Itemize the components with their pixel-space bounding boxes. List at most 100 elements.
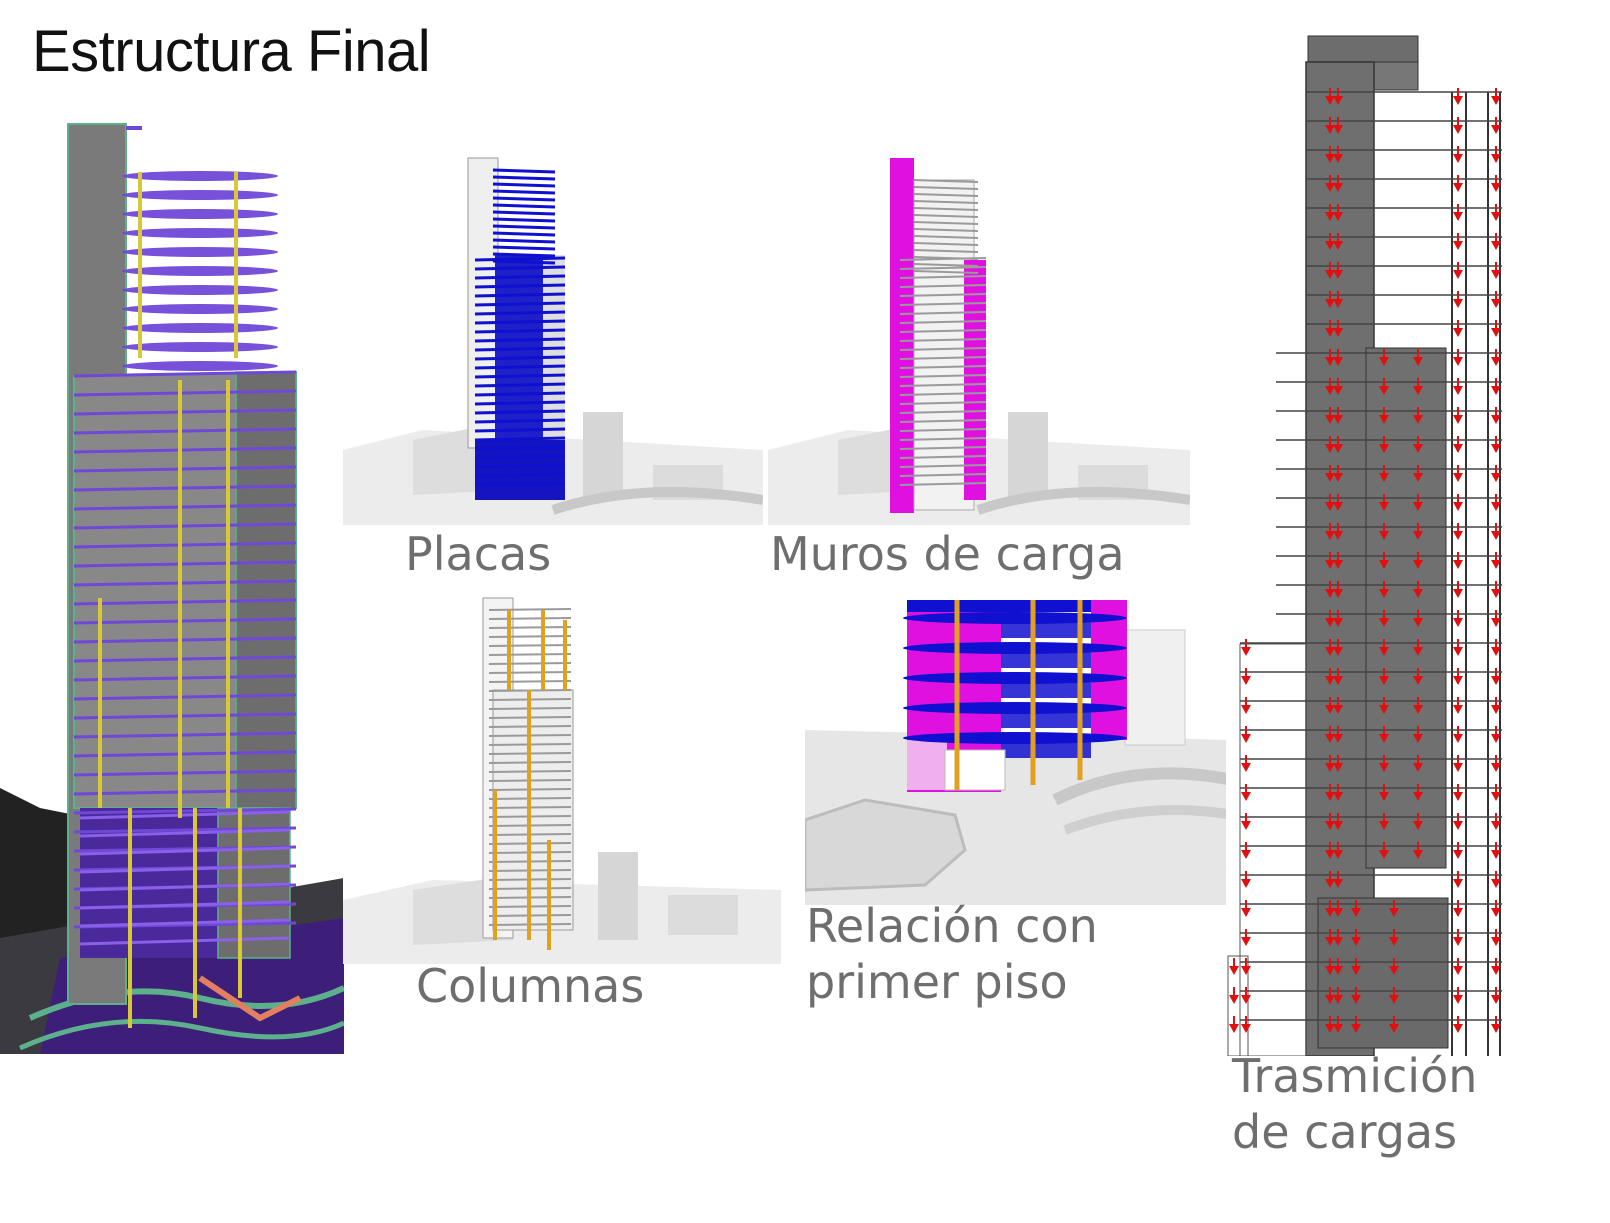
- load-arrow-head: [1325, 589, 1335, 598]
- floor-slab: [899, 257, 987, 261]
- load-arrow-head: [1241, 1024, 1251, 1033]
- floor-slab: [122, 285, 278, 295]
- load-arrow-head: [1491, 357, 1501, 366]
- floor-slab: [79, 900, 291, 910]
- load-arrow-head: [1325, 502, 1335, 511]
- load-arrow-head: [1333, 357, 1343, 366]
- load-arrow-head: [1491, 473, 1501, 482]
- load-arrow-head: [1491, 908, 1501, 917]
- floor-slab: [73, 636, 297, 644]
- load-arrow-head: [1325, 879, 1335, 888]
- floor-slab: [122, 342, 278, 352]
- load-arrow-head: [1491, 937, 1501, 946]
- load-arrow-head: [1453, 705, 1463, 714]
- placa: [474, 418, 566, 424]
- placa: [492, 224, 556, 230]
- load-arrow-head: [1453, 850, 1463, 859]
- load-arrow-head: [1413, 676, 1423, 685]
- floor-slab: [913, 235, 979, 239]
- load-arrow-head: [1325, 937, 1335, 946]
- load-arrow-head: [1333, 415, 1343, 424]
- load-arrow-head: [1379, 763, 1389, 772]
- load-arrow-head: [1325, 415, 1335, 424]
- load-arrow-head: [1325, 966, 1335, 975]
- floor-slab: [899, 473, 987, 477]
- placa: [492, 189, 556, 195]
- load-arrow-head: [1491, 415, 1501, 424]
- load-arrow-head: [1241, 908, 1251, 917]
- floor-slab: [899, 482, 987, 486]
- floor-slab: [899, 464, 987, 468]
- load-arrow-head: [1453, 473, 1463, 482]
- load-arrow-head: [1241, 705, 1251, 714]
- stair: [944, 749, 1006, 791]
- floor-slab: [899, 356, 987, 360]
- placas-label: Placas: [405, 527, 552, 581]
- load-arrow-head: [1325, 705, 1335, 714]
- load-arrow-head: [1453, 125, 1463, 134]
- load-arrow-head: [1241, 995, 1251, 1004]
- floor-slab: [913, 179, 979, 183]
- floor-slab: [488, 671, 572, 674]
- final-structure-model: [0, 118, 344, 1054]
- load-arrow-head: [1333, 96, 1343, 105]
- load-arrow-head: [1491, 676, 1501, 685]
- floor-slab: [899, 383, 987, 387]
- placa: [474, 364, 566, 370]
- load-arrow-head: [1325, 647, 1335, 656]
- load-arrow-head: [1333, 792, 1343, 801]
- load-arrow-head: [1453, 908, 1463, 917]
- floor-slab: [73, 807, 297, 815]
- load-arrow-head: [1325, 676, 1335, 685]
- load-arrow-head: [1453, 821, 1463, 830]
- placa: [1001, 682, 1091, 698]
- load-arrow-head: [1333, 966, 1343, 975]
- floor-slab: [913, 249, 979, 253]
- load-arrow-head: [1491, 502, 1501, 511]
- placa: [474, 373, 566, 379]
- load-arrow-head: [1241, 821, 1251, 830]
- load-arrow-head: [1413, 560, 1423, 569]
- load-arrow-head: [1413, 357, 1423, 366]
- load-arrow-head: [1241, 734, 1251, 743]
- trasmicion-label-line1: Trasmición: [1232, 1049, 1478, 1103]
- load-arrow-head: [1333, 212, 1343, 221]
- floor-slab: [913, 200, 979, 204]
- load-arrow-head: [1413, 415, 1423, 424]
- load-arrow-head: [1413, 589, 1423, 598]
- placa: [474, 274, 566, 280]
- floor-slab: [73, 826, 297, 834]
- floor-slab: [899, 446, 987, 450]
- placa: [474, 436, 566, 442]
- placa: [474, 427, 566, 433]
- load-arrow-head: [1379, 821, 1389, 830]
- placa: [474, 337, 566, 343]
- floor-slab: [488, 626, 572, 629]
- floor-slab: [899, 455, 987, 459]
- placa: [492, 252, 556, 258]
- floor-slab: [73, 579, 297, 587]
- placa: [1001, 652, 1091, 668]
- load-arrow-head: [1491, 734, 1501, 743]
- load-arrow-head: [1491, 618, 1501, 627]
- load-arrow-head: [1379, 502, 1389, 511]
- load-arrow-head: [1453, 154, 1463, 163]
- load-arrow-head: [1491, 647, 1501, 656]
- floor-slab: [73, 769, 297, 777]
- load-arrow-head: [1325, 473, 1335, 482]
- load-arrow-head: [1333, 444, 1343, 453]
- columnas-label: Columnas: [416, 959, 645, 1013]
- load-arrow-head: [1229, 995, 1239, 1004]
- load-arrow-head: [1413, 850, 1423, 859]
- floor-slab: [899, 392, 987, 396]
- load-arrow-head: [1325, 734, 1335, 743]
- floor-slab: [122, 323, 278, 333]
- floor-slab: [913, 186, 979, 190]
- placa: [1001, 622, 1091, 638]
- load-arrow-head: [1453, 763, 1463, 772]
- load-arrow-head: [1413, 531, 1423, 540]
- load-arrow-head: [1241, 676, 1251, 685]
- load-arrow-head: [1379, 473, 1389, 482]
- load-arrow-head: [1325, 995, 1335, 1004]
- load-arrow-head: [1241, 792, 1251, 801]
